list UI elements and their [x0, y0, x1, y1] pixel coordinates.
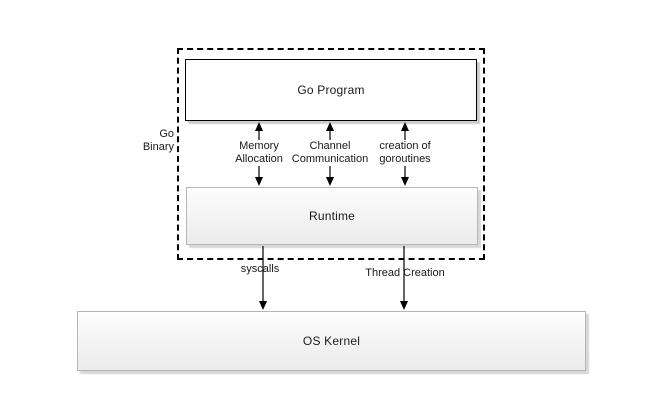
os-kernel-box: OS Kernel — [77, 311, 586, 371]
go-binary-label: Go Binary — [142, 128, 174, 153]
runtime-box: Runtime — [186, 187, 478, 245]
runtime-label: Runtime — [308, 209, 356, 223]
creation-of-goroutines-label: creation of goroutines — [373, 140, 437, 166]
go-program-label: Go Program — [297, 83, 365, 97]
go-program-box: Go Program — [185, 59, 477, 121]
channel-communication-label: Channel Communication — [288, 140, 372, 166]
memory-allocation-label: Memory Allocation — [223, 140, 295, 166]
os-kernel-label: OS Kernel — [302, 334, 361, 348]
go-binary-dashed-container — [177, 48, 485, 260]
syscalls-label: syscalls — [240, 263, 280, 275]
thread-creation-label: Thread Creation — [365, 267, 445, 279]
